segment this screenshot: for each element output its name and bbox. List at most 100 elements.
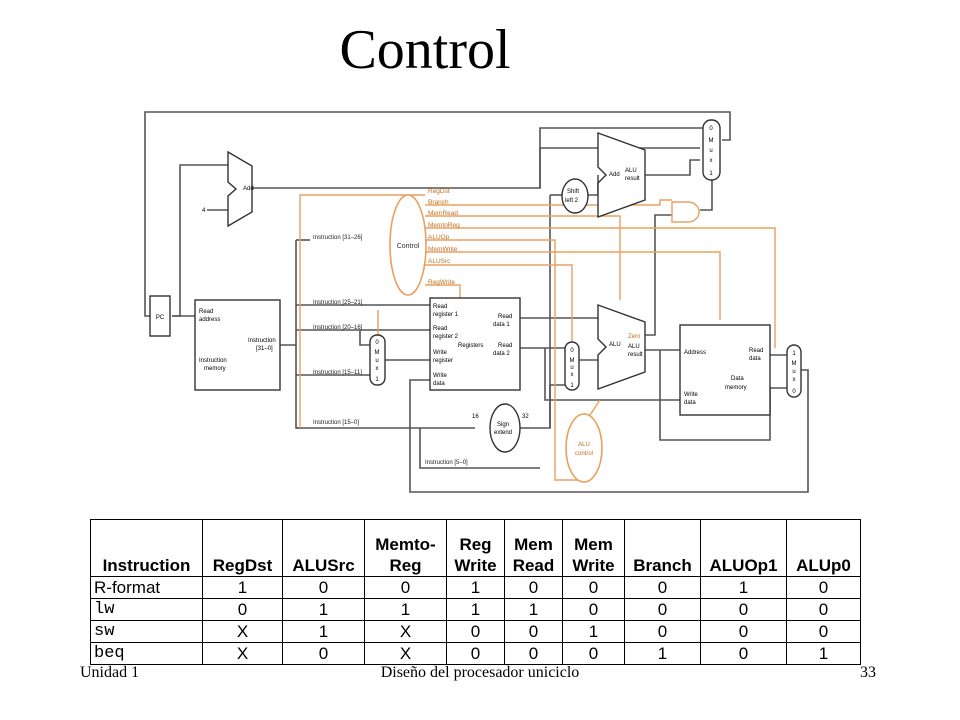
sign-extend-label-b: extend [494, 430, 512, 436]
table-row: lw 0 1 1 1 1 0 0 0 0 [90, 598, 861, 621]
alu-control-label-b: control [575, 451, 593, 457]
cell-alusrc: 1 [282, 598, 365, 621]
row-instruction: lw [90, 598, 203, 621]
branch-and-gate [671, 201, 700, 223]
svg-text:x: x [710, 158, 713, 164]
svg-text:1: 1 [792, 351, 796, 357]
control-wires [299, 194, 776, 481]
svg-text:Data: Data [731, 376, 744, 382]
svg-text:Read: Read [749, 348, 763, 354]
svg-text:x: x [376, 366, 379, 372]
cell-regdst: 0 [202, 598, 283, 621]
alu-control [565, 413, 603, 483]
main-alu-label: ALU [609, 342, 621, 348]
instruction-memory [194, 299, 281, 391]
svg-text:data: data [684, 400, 696, 406]
svg-text:u: u [570, 365, 573, 371]
pc-adder [227, 150, 253, 228]
svg-text:Write: Write [684, 392, 699, 398]
cell-alusrc: 0 [282, 642, 365, 665]
cell-alusrc: 1 [282, 620, 365, 643]
instruction-memory-labels: Read address Instruction [31–0] Instruct… [199, 309, 276, 372]
svg-text:0: 0 [375, 340, 379, 346]
shift-label-b: left 2 [565, 198, 579, 204]
svg-text:Read: Read [433, 304, 447, 310]
cell-branch: 0 [624, 576, 701, 599]
header-aluop1: ALUOp1 [700, 519, 787, 577]
svg-text:Read: Read [498, 314, 512, 320]
svg-text:0: 0 [792, 389, 796, 395]
header-memtoreg: Memto-Reg [364, 519, 447, 577]
svg-text:1: 1 [709, 171, 713, 177]
svg-text:M: M [375, 350, 380, 356]
cell-memwrite: 1 [562, 620, 625, 643]
svg-text:M: M [709, 138, 714, 144]
svg-text:Read: Read [199, 309, 213, 315]
svg-text:register: register [433, 358, 453, 364]
svg-text:Branch: Branch [428, 199, 449, 206]
datapath-diagram: PC Add 4 Add ALU result Shift left 2 0 M… [144, 111, 809, 493]
instruction-field-labels: Instruction [31–26] Instruction [25–21] … [313, 235, 468, 466]
zero-label: Zero [628, 334, 641, 340]
memtoreg-mux-labels: 1 M u x 0 [792, 351, 797, 395]
svg-text:Write: Write [433, 373, 448, 379]
svg-text:MemtoReg: MemtoReg [428, 222, 460, 229]
table-row: R-format 1 0 0 1 0 0 0 1 0 [90, 576, 861, 599]
slide-title: Control [339, 19, 511, 81]
cell-aluop1: 0 [700, 598, 787, 621]
alu-control-label-a: ALU [578, 442, 590, 448]
table-row: sw X 1 X 0 0 1 0 0 0 [90, 620, 861, 643]
svg-text:Instruction [15–0]: Instruction [15–0] [313, 420, 359, 426]
data-memory [679, 324, 771, 416]
cell-regwrite: 1 [446, 576, 505, 599]
svg-text:Instruction [25–21]: Instruction [25–21] [313, 300, 363, 306]
cell-regwrite: 0 [446, 642, 505, 665]
svg-text:M: M [570, 358, 575, 364]
pc-mux-labels: 0 M u x 1 [709, 126, 714, 177]
svg-text:Write: Write [433, 350, 448, 356]
pc-register [149, 295, 171, 337]
alusrc-mux [564, 341, 580, 391]
cell-memwrite: 0 [562, 576, 625, 599]
svg-text:Instruction [15–11]: Instruction [15–11] [313, 370, 362, 376]
svg-text:memory: memory [725, 385, 747, 391]
alusrc-mux-labels: 0 M u x 1 [570, 348, 575, 389]
width-16-label: 16 [472, 414, 479, 420]
footer-unit: Unidad 1 [80, 664, 140, 681]
svg-text:memory: memory [204, 366, 226, 372]
header-alusrc: ALUSrc [282, 519, 365, 577]
header-aluop0: ALUp0 [786, 519, 861, 577]
branch-alu-label: ALU [625, 168, 637, 174]
cell-regwrite: 1 [446, 598, 505, 621]
svg-text:Instruction [20–16]: Instruction [20–16] [313, 325, 363, 331]
svg-text:data: data [749, 356, 761, 362]
memtoreg-mux [786, 344, 802, 398]
cell-memtoreg: 0 [364, 576, 447, 599]
cell-memwrite: 0 [562, 598, 625, 621]
svg-text:u: u [709, 148, 712, 154]
cell-regdst: X [202, 642, 283, 665]
cell-branch: 1 [624, 642, 701, 665]
svg-text:Registers: Registers [458, 343, 483, 349]
cell-memtoreg: 1 [364, 598, 447, 621]
cell-memtoreg: X [364, 642, 447, 665]
cell-memread: 0 [504, 620, 563, 643]
cell-branch: 0 [624, 620, 701, 643]
cell-memread: 0 [504, 576, 563, 599]
cell-aluop1: 1 [700, 576, 787, 599]
svg-text:M: M [792, 361, 797, 367]
row-instruction: sw [90, 620, 203, 643]
header-branch: Branch [624, 519, 701, 577]
branch-result-label: result [625, 176, 640, 182]
main-alu [597, 304, 646, 390]
svg-text:RegWrite: RegWrite [428, 279, 455, 286]
svg-text:Read: Read [498, 343, 512, 349]
cell-aluop0: 1 [786, 642, 861, 665]
cell-aluop0: 0 [786, 598, 861, 621]
footer-page-number: 33 [860, 664, 876, 681]
cell-aluop1: 0 [700, 642, 787, 665]
pc-label: PC [156, 315, 165, 321]
